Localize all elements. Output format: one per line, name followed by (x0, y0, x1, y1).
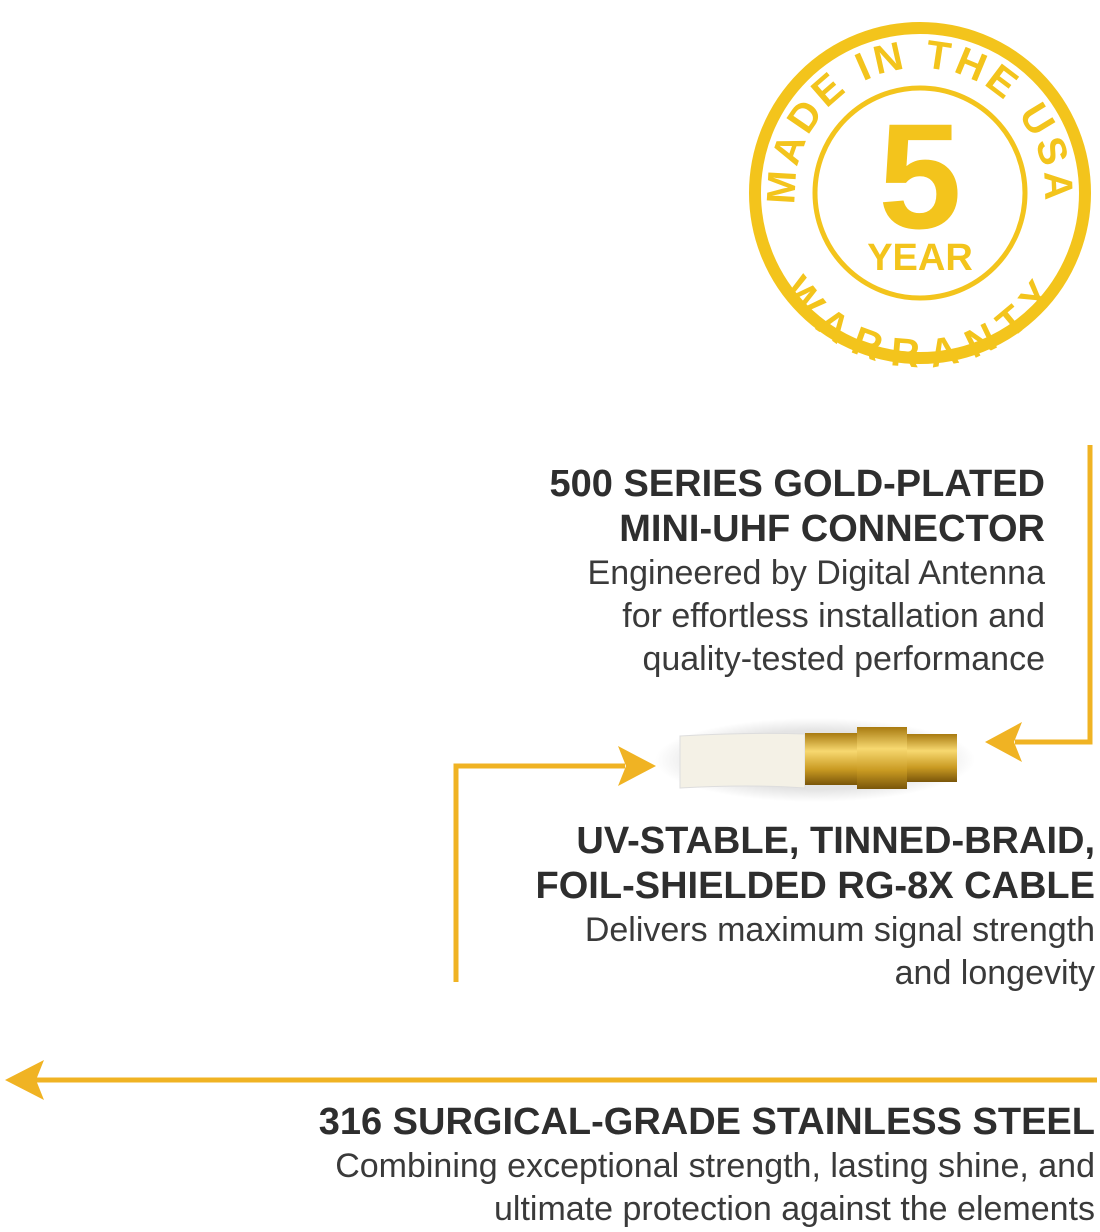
feature-body-line: Engineered by Digital Antenna (587, 554, 1045, 592)
feature-body-line: Delivers maximum signal strength (584, 911, 1095, 949)
arrowhead-right-icon (618, 746, 656, 786)
feature-body-line: and longevity (894, 954, 1095, 992)
feature-steel: 316 SURGICAL-GRADE STAINLESS STEEL Combi… (319, 1100, 1095, 1231)
badge-number: 5 (878, 92, 961, 260)
feature-title-line: UV-STABLE, TINNED-BRAID, (576, 820, 1095, 862)
feature-connector: 500 SERIES GOLD-PLATED MINI-UHF CONNECTO… (549, 462, 1045, 681)
feature-body-line: for effortless installation and (622, 597, 1045, 635)
feature-title-line: 500 SERIES GOLD-PLATED (549, 463, 1045, 505)
feature-title-line: MINI-UHF CONNECTOR (619, 508, 1045, 550)
arrows (35, 445, 1097, 1083)
arrowhead-left-icon (5, 1060, 44, 1100)
feature-title-line: FOIL-SHIELDED RG-8X CABLE (535, 865, 1095, 907)
feature-body-line: Combining exceptional strength, lasting … (335, 1147, 1095, 1185)
feature-body-line: quality-tested performance (642, 640, 1045, 678)
connector-image (655, 718, 975, 802)
cable-arrow (453, 763, 625, 982)
warranty-badge: MADE IN THE USA WARRANTY 5 YEAR (749, 22, 1091, 377)
feature-title-line: 316 SURGICAL-GRADE STAINLESS STEEL (318, 1101, 1095, 1143)
feature-body-line: ultimate protection against the elements (493, 1190, 1095, 1228)
feature-cable: UV-STABLE, TINNED-BRAID, FOIL-SHIELDED R… (536, 819, 1095, 995)
arrowhead-left-icon (985, 722, 1022, 762)
connector-arrow (1015, 445, 1093, 745)
badge-year: YEAR (867, 237, 973, 279)
